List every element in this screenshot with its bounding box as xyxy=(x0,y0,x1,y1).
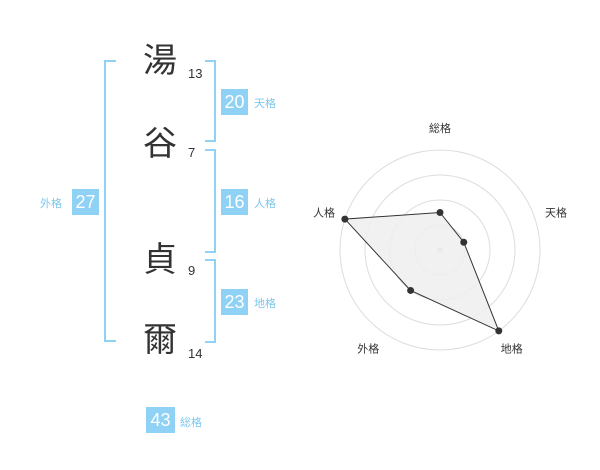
radar-point-2 xyxy=(460,238,468,246)
jinkaku-bracket xyxy=(205,149,216,253)
stroke-count-1: 13 xyxy=(188,66,203,81)
radar-axis-label-4: 外格 xyxy=(357,342,379,356)
name-char-3: 貞 xyxy=(143,240,177,280)
chikaku-bracket xyxy=(205,259,216,343)
radar-axis-label-1: 総格 xyxy=(429,121,451,135)
radar-point-4 xyxy=(407,286,415,294)
stroke-count-4: 14 xyxy=(188,346,203,361)
stroke-count-3: 9 xyxy=(188,263,196,278)
jinkaku-value: 16 xyxy=(221,189,248,215)
radar-axis-label-5: 人格 xyxy=(313,205,335,219)
gaikaku-value: 27 xyxy=(72,189,99,215)
radar-point-3 xyxy=(495,327,503,335)
name-char-2: 谷 xyxy=(143,124,177,164)
radar-axis-label-3: 地格 xyxy=(501,342,523,356)
tenkaku-value: 20 xyxy=(221,89,248,115)
chikaku-value: 23 xyxy=(221,289,248,315)
soukaku-value: 43 xyxy=(146,407,175,433)
tenkaku-bracket xyxy=(205,60,216,142)
tenkaku-label: 天格 xyxy=(254,97,276,110)
gaikaku-bracket xyxy=(104,60,116,342)
chikaku-label: 地格 xyxy=(254,297,276,310)
gaikaku-label: 外格 xyxy=(40,197,62,210)
radar-point-1 xyxy=(436,209,444,216)
name-char-4: 爾 xyxy=(143,320,177,360)
name-char-1: 湯 xyxy=(143,41,177,81)
stroke-count-2: 7 xyxy=(188,145,196,160)
soukaku-label: 総格 xyxy=(180,416,202,429)
radar-axis-label-2: 天格 xyxy=(545,205,567,219)
radar-point-5 xyxy=(341,215,349,223)
jinkaku-label: 人格 xyxy=(254,197,276,210)
